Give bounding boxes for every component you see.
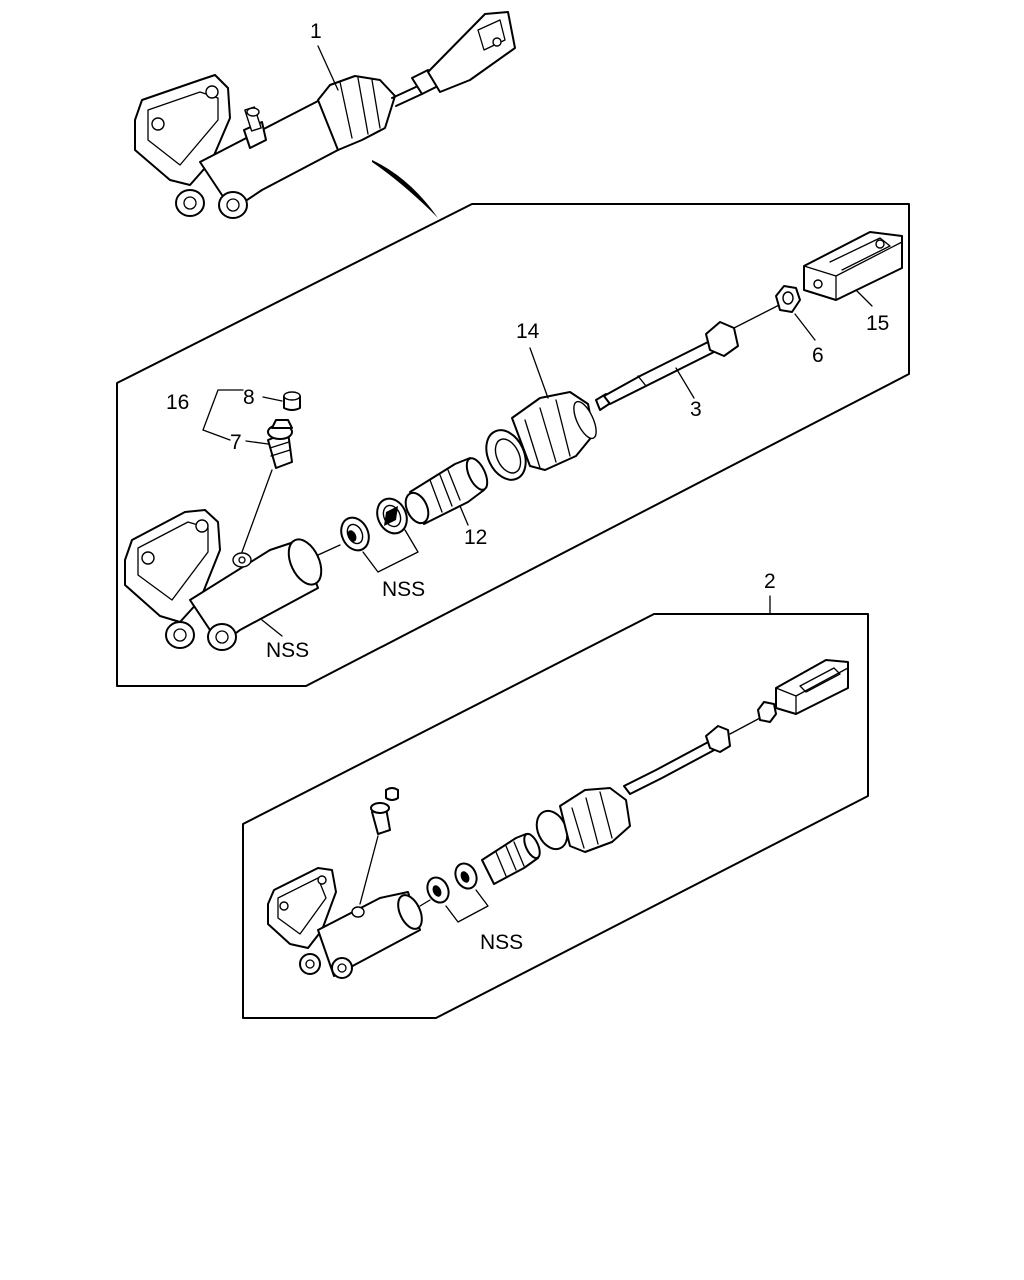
leader-15 bbox=[855, 289, 873, 307]
leader-body-nss bbox=[261, 619, 283, 637]
bracket-seals-nss bbox=[362, 529, 419, 573]
assembled-cylinder-top bbox=[134, 11, 516, 219]
lower-boot bbox=[559, 787, 631, 853]
cylinder-body bbox=[124, 509, 323, 651]
label-8: 8 bbox=[243, 386, 255, 409]
label-6: 6 bbox=[812, 344, 824, 367]
leader-8 bbox=[262, 396, 283, 402]
leader-7 bbox=[245, 440, 269, 445]
assembly-number-1: 1 bbox=[310, 20, 322, 43]
lock-nut bbox=[775, 285, 801, 313]
bleeder-alignment-line bbox=[241, 469, 273, 553]
label-16: 16 bbox=[166, 391, 189, 414]
clevis bbox=[803, 231, 903, 301]
leader-line-1 bbox=[317, 45, 339, 91]
pushrod bbox=[595, 321, 739, 411]
bleeder-screw bbox=[267, 419, 293, 469]
exploded-view-frame bbox=[116, 203, 910, 687]
piston bbox=[404, 457, 489, 525]
label-15: 15 bbox=[866, 312, 889, 335]
leader-6 bbox=[794, 313, 816, 341]
bleeder-cap bbox=[283, 391, 301, 411]
leader-14 bbox=[529, 347, 549, 399]
boot-retaining-ring bbox=[485, 429, 527, 481]
label-body-nss: NSS bbox=[266, 639, 309, 662]
bracket-lower-nss bbox=[445, 889, 489, 923]
axis-line-a bbox=[317, 544, 341, 556]
lower-bleeder-line bbox=[359, 835, 379, 905]
lower-bleeder bbox=[370, 787, 399, 835]
label-12: 12 bbox=[464, 526, 487, 549]
label-seals-nss: NSS bbox=[382, 578, 425, 601]
assembly-number-2: 2 bbox=[764, 570, 776, 593]
bracket-16-upper bbox=[202, 389, 244, 431]
label-14: 14 bbox=[516, 320, 540, 343]
lower-nut bbox=[757, 701, 777, 723]
lower-assembly-frame bbox=[242, 613, 869, 1019]
label-3: 3 bbox=[690, 398, 702, 421]
axis-line-b bbox=[733, 301, 786, 329]
lower-cylinder-body bbox=[267, 867, 423, 979]
label-lower-seals-nss: NSS bbox=[480, 931, 523, 954]
seal-secondary bbox=[376, 497, 408, 535]
leader-12 bbox=[459, 505, 469, 526]
lower-clevis bbox=[775, 659, 849, 715]
callout-arrow bbox=[372, 160, 438, 218]
lower-axis-a bbox=[419, 899, 431, 907]
lower-axis-b bbox=[729, 717, 761, 735]
leader-3 bbox=[675, 367, 695, 399]
seal-primary bbox=[340, 516, 370, 552]
lower-pushrod bbox=[623, 725, 731, 795]
bracket-16-lower bbox=[202, 429, 231, 441]
dust-boot bbox=[511, 391, 597, 471]
label-7: 7 bbox=[230, 431, 242, 454]
lower-piston bbox=[481, 832, 541, 885]
lower-seals bbox=[426, 862, 478, 904]
